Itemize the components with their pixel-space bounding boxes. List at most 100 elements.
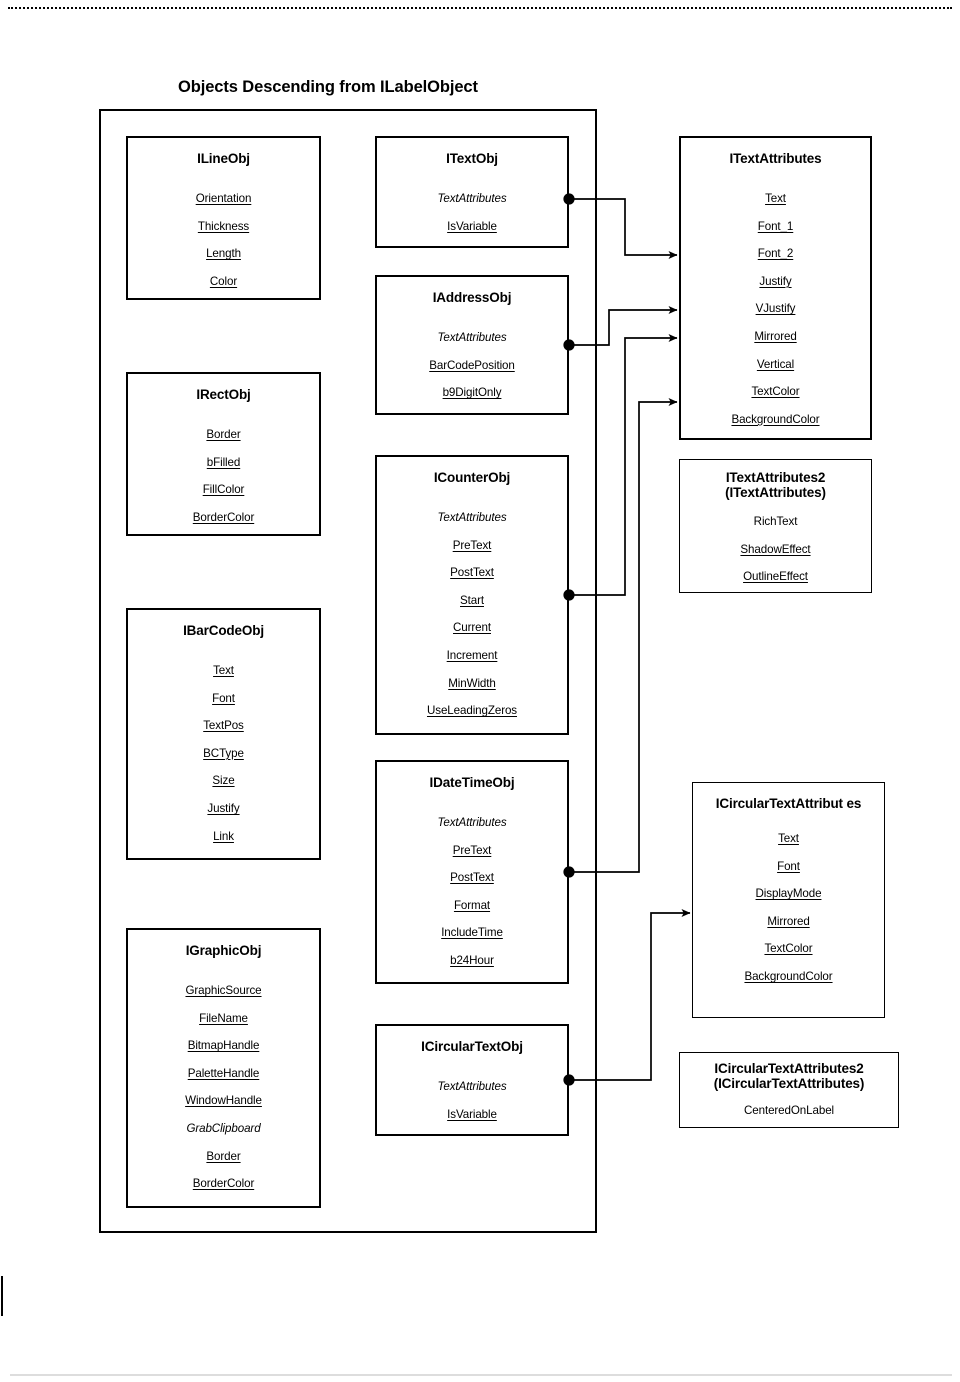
class-title-idatetimeobj: IDateTimeObj xyxy=(429,775,515,790)
class-title-ilineobj: ILineObj xyxy=(197,151,250,166)
member-richtext: RichText xyxy=(753,515,798,529)
member-centeredonlabel: CenteredOnLabel xyxy=(743,1104,835,1118)
member-backgroundcolor-cta: BackgroundColor xyxy=(744,970,833,984)
member-vjustify: VJustify xyxy=(755,302,796,316)
class-box-icirculartextobj[interactable]: ICircularTextObj TextAttributes IsVariab… xyxy=(375,1024,569,1136)
member-length: Length xyxy=(206,247,241,261)
class-members-ibarcodeobj: Text Font TextPos BCType Size Justify Li… xyxy=(128,665,319,842)
class-box-iaddressobj[interactable]: IAddressObj TextAttributes BarCodePositi… xyxy=(375,275,569,415)
class-box-icirculartextattributes[interactable]: ICircularTextAttribut es Text Font Displ… xyxy=(692,782,885,1018)
member-border: Border xyxy=(206,428,241,442)
class-members-itextattributes2: RichText ShadowEffect OutlineEffect xyxy=(680,516,871,583)
class-title-itextattributes2: ITextAttributes2 (ITextAttributes) xyxy=(725,470,826,501)
class-members-icirculartextattributes2: CenteredOnLabel xyxy=(680,1105,898,1117)
member-color: Color xyxy=(209,274,238,288)
page-title: Objects Descending from ILabelObject xyxy=(178,78,478,96)
member-textattributes-icounterobj: TextAttributes xyxy=(437,511,507,525)
member-start: Start xyxy=(460,593,484,607)
class-members-icounterobj: TextAttributes PreText PostText Start Cu… xyxy=(377,512,567,717)
member-useleadingzeros: UseLeadingZeros xyxy=(426,704,518,718)
class-title-icounterobj: ICounterObj xyxy=(433,470,511,485)
class-members-irectobj: Border bFilled FillColor BorderColor xyxy=(128,429,319,523)
member-vertical: Vertical xyxy=(756,357,795,371)
member-textattributes-iaddressobj: TextAttributes xyxy=(437,331,507,345)
class-title-igraphicobj: IGraphicObj xyxy=(185,943,262,958)
member-grabclipboard: GrabClipboard xyxy=(186,1122,261,1136)
class-title-ibarcodeobj: IBarCodeObj xyxy=(183,623,264,638)
class-members-igraphicobj: GraphicSource FileName BitmapHandle Pale… xyxy=(128,985,319,1190)
member-format: Format xyxy=(453,898,491,912)
class-box-ibarcodeobj[interactable]: IBarCodeObj Text Font TextPos BCType Siz… xyxy=(126,608,321,860)
member-palettehandle: PaletteHandle xyxy=(187,1066,260,1080)
member-posttext-datetime: PostText xyxy=(450,871,494,885)
member-text-ta: Text xyxy=(765,192,786,206)
member-justify-ta: Justify xyxy=(759,274,792,288)
member-backgroundcolor-ta: BackgroundColor xyxy=(731,412,820,426)
class-members-icirculartextobj: TextAttributes IsVariable xyxy=(377,1081,567,1120)
class-box-icirculartextattributes2[interactable]: ICircularTextAttributes2 (ICircularTextA… xyxy=(679,1052,899,1128)
class-box-irectobj[interactable]: IRectObj Border bFilled FillColor Border… xyxy=(126,372,321,536)
class-box-itextattributes[interactable]: ITextAttributes Text Font_1 Font_2 Justi… xyxy=(679,136,872,440)
member-font-cta: Font xyxy=(777,859,800,873)
class-box-itextobj[interactable]: ITextObj TextAttributes IsVariable xyxy=(375,136,569,248)
class-title-itextattributes: ITextAttributes xyxy=(729,151,822,166)
member-font-2: Font_2 xyxy=(757,247,794,261)
class-title-iaddressobj: IAddressObj xyxy=(432,290,512,305)
class-title-icirculartextattributes: ICircularTextAttribut es xyxy=(715,796,862,811)
member-orientation: Orientation xyxy=(195,192,252,206)
member-textattributes-idatetimeobj: TextAttributes xyxy=(437,816,507,830)
member-link: Link xyxy=(213,829,234,843)
member-minwidth: MinWidth xyxy=(448,676,496,690)
member-bordercolor-graphic: BorderColor xyxy=(192,1177,255,1191)
member-shadoweffect: ShadowEffect xyxy=(740,542,811,556)
member-textpos: TextPos xyxy=(203,719,244,733)
class-members-iaddressobj: TextAttributes BarCodePosition b9DigitOn… xyxy=(377,332,567,399)
class-box-itextattributes2[interactable]: ITextAttributes2 (ITextAttributes) RichT… xyxy=(679,459,872,593)
member-increment: Increment xyxy=(446,649,498,663)
member-outlineeffect: OutlineEffect xyxy=(743,570,808,584)
member-font: Font xyxy=(212,691,235,705)
member-bctype: BCType xyxy=(203,746,244,760)
member-posttext-counter: PostText xyxy=(450,566,494,580)
bottom-rule xyxy=(10,1374,952,1376)
member-pretext-datetime: PreText xyxy=(452,843,492,857)
member-bordercolor: BorderColor xyxy=(192,510,255,524)
member-textattributes-icirculartextobj: TextAttributes xyxy=(437,1080,507,1094)
member-barcodeposition: BarCodePosition xyxy=(429,358,515,372)
member-justify: Justify xyxy=(207,802,240,816)
member-displaymode: DisplayMode xyxy=(755,887,822,901)
member-isvariable-circular: IsVariable xyxy=(447,1107,497,1121)
member-isvariable-itextobj: IsVariable xyxy=(447,219,497,233)
member-text: Text xyxy=(213,664,234,678)
member-b9digitonly: b9DigitOnly xyxy=(442,386,502,400)
class-members-itextattributes: Text Font_1 Font_2 Justify VJustify Mirr… xyxy=(681,193,870,425)
member-textattributes-itextobj: TextAttributes xyxy=(437,192,507,206)
class-members-icirculartextattributes: Text Font DisplayMode Mirrored TextColor… xyxy=(693,833,884,983)
member-mirrored-ta: Mirrored xyxy=(754,330,797,344)
member-current: Current xyxy=(453,621,491,635)
class-title-irectobj: IRectObj xyxy=(196,387,251,402)
class-members-itextobj: TextAttributes IsVariable xyxy=(377,193,567,232)
class-box-ilineobj[interactable]: ILineObj Orientation Thickness Length Co… xyxy=(126,136,321,300)
member-filename: FileName xyxy=(199,1011,248,1025)
member-font-1: Font_1 xyxy=(757,219,794,233)
member-b24hour: b24Hour xyxy=(450,954,494,968)
class-title-icirculartextattributes2: ICircularTextAttributes2 (ICircularTextA… xyxy=(713,1061,865,1092)
member-text-cta: Text xyxy=(778,832,799,846)
member-pretext-counter: PreText xyxy=(452,538,492,552)
member-bitmaphandle: BitmapHandle xyxy=(187,1039,260,1053)
member-textcolor-cta: TextColor xyxy=(764,942,813,956)
member-bfilled: bFilled xyxy=(206,455,241,469)
class-members-ilineobj: Orientation Thickness Length Color xyxy=(128,193,319,287)
class-box-icounterobj[interactable]: ICounterObj TextAttributes PreText PostT… xyxy=(375,455,569,735)
member-graphicsource: GraphicSource xyxy=(185,984,262,998)
member-fillcolor: FillColor xyxy=(202,483,245,497)
class-box-igraphicobj[interactable]: IGraphicObj GraphicSource FileName Bitma… xyxy=(126,928,321,1208)
member-textcolor-ta: TextColor xyxy=(751,385,800,399)
class-box-idatetimeobj[interactable]: IDateTimeObj TextAttributes PreText Post… xyxy=(375,760,569,984)
member-windowhandle: WindowHandle xyxy=(185,1094,262,1108)
class-title-itextobj: ITextObj xyxy=(446,151,498,166)
left-margin-tick xyxy=(1,1276,3,1316)
member-thickness: Thickness xyxy=(197,219,250,233)
